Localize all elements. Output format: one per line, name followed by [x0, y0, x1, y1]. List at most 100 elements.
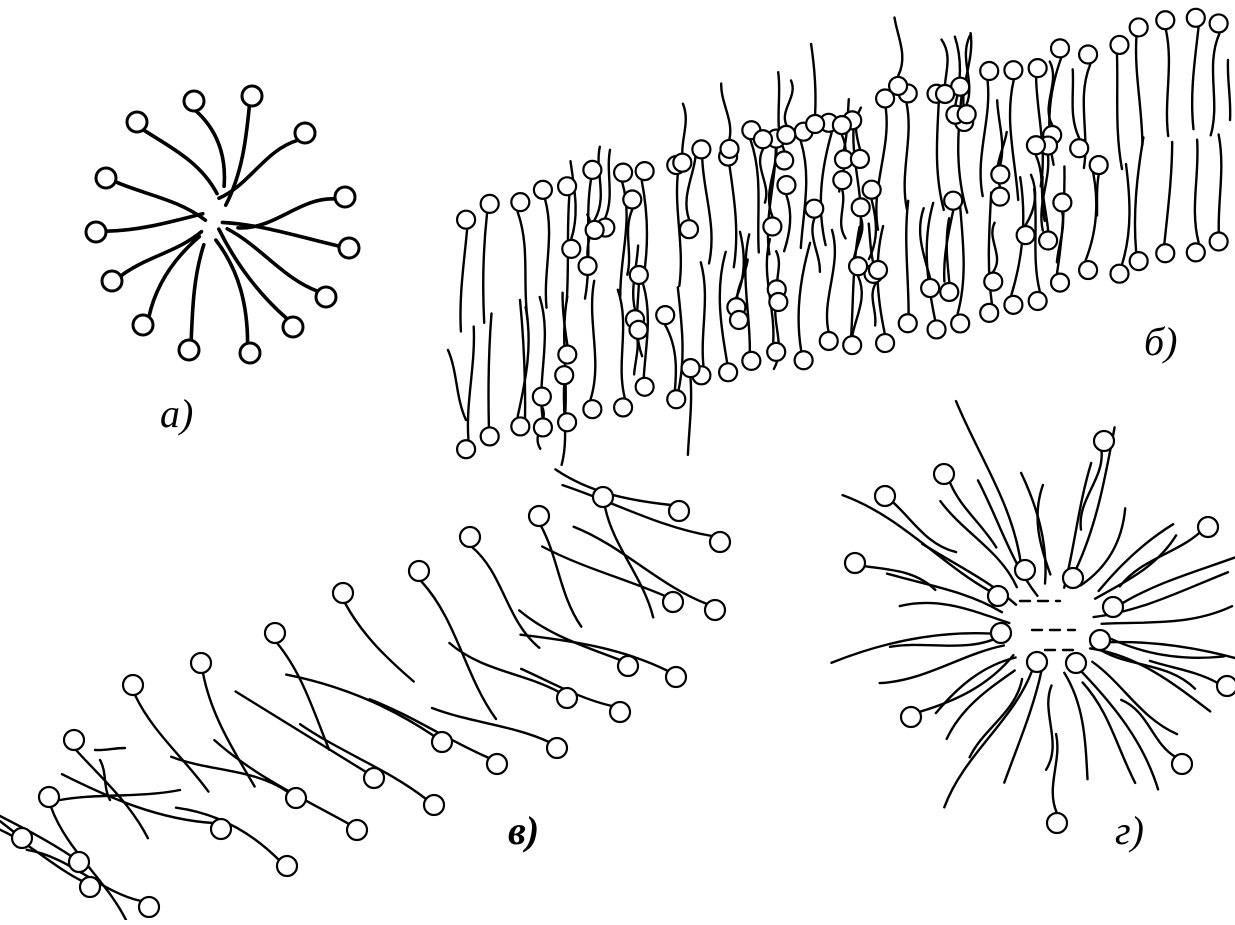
hydrocarbon-tail: [115, 182, 205, 221]
polar-head: [769, 293, 787, 311]
polar-head: [558, 177, 576, 195]
hydrocarbon-tail: [472, 547, 539, 648]
hydrocarbon-tail: [1097, 175, 1099, 216]
polar-head: [39, 787, 59, 807]
polar-head: [534, 181, 552, 199]
polar-head: [958, 105, 976, 123]
hydrocarbon-tail: [191, 245, 204, 341]
hydrocarbon-tail: [769, 138, 776, 216]
polar-head: [656, 306, 674, 324]
polar-head: [1210, 14, 1228, 32]
polar-head: [984, 273, 1002, 291]
polar-head: [991, 188, 1009, 206]
polar-head: [775, 151, 793, 169]
polar-head: [211, 819, 231, 839]
polar-head: [863, 181, 881, 199]
polar-head: [339, 238, 359, 258]
polar-head: [586, 221, 604, 239]
polar-head: [1156, 11, 1174, 29]
polar-head: [988, 586, 1008, 606]
hydrocarbon-tail: [688, 378, 691, 455]
polar-head: [64, 730, 84, 750]
polar-head: [179, 340, 199, 360]
polar-head: [875, 486, 895, 506]
polar-head: [562, 240, 580, 258]
polar-head: [1130, 18, 1148, 36]
polar-head: [1110, 36, 1128, 54]
polar-head: [795, 351, 813, 369]
hydrocarbon-tail: [171, 757, 288, 792]
polar-head: [692, 140, 710, 158]
hydrocarbon-tail: [895, 18, 903, 76]
polar-head: [1187, 243, 1205, 261]
hydrocarbon-tail: [981, 81, 989, 196]
polar-head: [636, 378, 654, 396]
panel-g-label: г): [1115, 811, 1144, 851]
hydrocarbon-tail: [947, 671, 1015, 739]
hydrocarbon-tail: [785, 81, 793, 125]
panel-g-reverse-micelle: [832, 401, 1235, 833]
hydrocarbon-tail: [720, 252, 727, 362]
polar-head: [663, 592, 683, 612]
polar-head: [583, 400, 601, 418]
polar-head: [127, 112, 147, 132]
hydrocarbon-tail: [1166, 30, 1169, 136]
polar-head: [1029, 292, 1047, 310]
polar-head: [457, 211, 475, 229]
hydrocarbon-tail: [745, 234, 749, 351]
polar-head: [940, 283, 958, 301]
polar-head: [936, 85, 954, 103]
polar-head: [705, 600, 725, 620]
polar-head: [669, 501, 689, 521]
polar-head: [1047, 813, 1067, 833]
polar-head: [730, 311, 748, 329]
hydrocarbon-tail: [95, 748, 125, 750]
hydrocarbon-tail: [702, 159, 711, 263]
polar-head: [763, 217, 781, 235]
hydrocarbon-tail: [121, 232, 202, 277]
hydrocarbon-tail: [880, 646, 1004, 684]
hydrocarbon-tail: [876, 109, 886, 230]
hydrocarbon-tail: [1004, 671, 1041, 783]
panel-b-bilayer: [448, 9, 1230, 465]
hydrocarbon-tail: [618, 290, 625, 398]
polar-head: [481, 427, 499, 445]
polar-head: [557, 688, 577, 708]
hydrocarbon-tail: [488, 313, 491, 426]
hydrocarbon-tail: [905, 103, 909, 209]
polar-head: [579, 257, 597, 275]
polar-head: [1103, 597, 1123, 617]
hydrocarbon-tail: [300, 724, 426, 799]
hydrocarbon-tail: [574, 527, 707, 604]
hydrocarbon-tail: [219, 229, 287, 319]
hydrocarbon-tail: [682, 104, 685, 153]
hydrocarbon-tail: [958, 197, 964, 314]
polar-head: [1066, 653, 1086, 673]
polar-head: [295, 123, 315, 143]
polar-head: [1053, 194, 1071, 212]
polar-head: [457, 440, 475, 458]
polar-head: [934, 464, 954, 484]
polar-head: [534, 418, 552, 436]
hydrocarbon-tail: [627, 210, 632, 275]
panel-a-label: а): [160, 394, 193, 434]
polar-head: [460, 527, 480, 547]
hydrocarbon-tail: [841, 190, 845, 238]
polar-head: [682, 359, 700, 377]
hydrocarbon-tail: [1064, 673, 1087, 779]
polar-head: [710, 532, 730, 552]
polar-head: [1051, 39, 1069, 57]
hydrocarbon-tail: [1122, 164, 1129, 264]
polar-head: [1070, 139, 1088, 157]
polar-head: [123, 675, 143, 695]
polar-head: [1029, 59, 1047, 77]
hydrocarbon-tail: [721, 84, 730, 139]
polar-head: [667, 390, 685, 408]
polar-head: [558, 413, 576, 431]
polar-head: [1017, 226, 1035, 244]
polar-head: [673, 154, 691, 172]
hydrocarbon-tail: [468, 327, 474, 440]
hydrocarbon-tail: [927, 203, 935, 320]
hydrocarbon-tail: [226, 106, 250, 206]
panel-a-spherical-micelle: [86, 86, 359, 363]
